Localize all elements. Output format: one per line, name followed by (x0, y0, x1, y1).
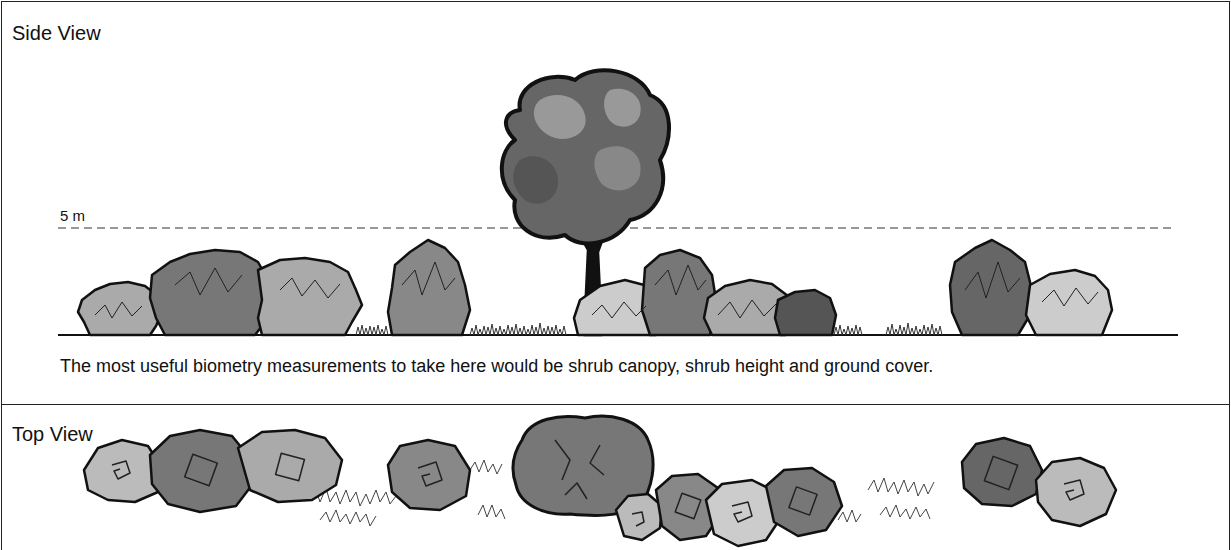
shrub-top (84, 416, 1116, 546)
height-label: 5 m (60, 207, 85, 224)
panel-title: Top View (12, 423, 93, 446)
caption-note: The most useful biometry measurements to… (60, 356, 933, 377)
shrub-top-texture (112, 453, 1084, 526)
side-view-panel: Side ViewThe most useful biometry measur… (1, 1, 1230, 405)
top-view-panel: Top View (1, 404, 1230, 550)
panel-title: Side View (12, 22, 101, 45)
shrub-texture (95, 262, 1098, 318)
shrub-side (78, 70, 1112, 335)
tree-canopy (502, 70, 669, 243)
